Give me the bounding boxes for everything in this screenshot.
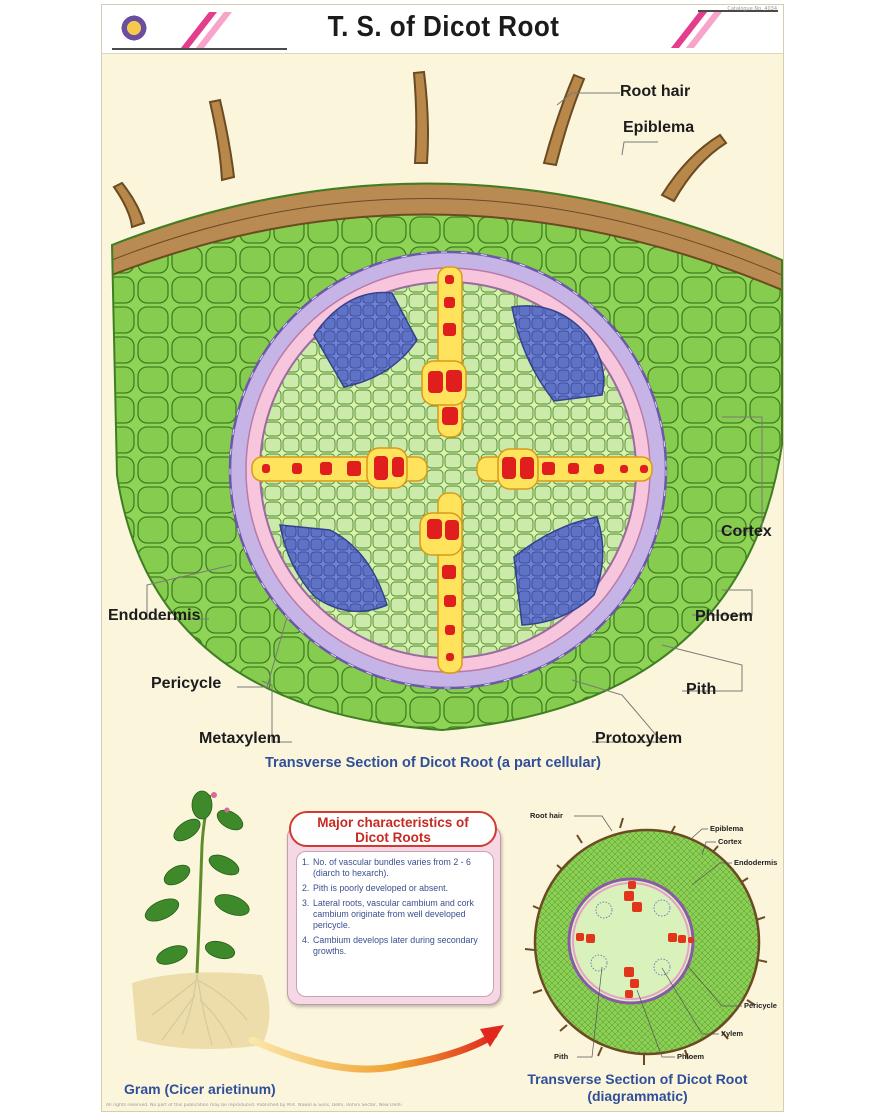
xylem-vessels xyxy=(262,275,648,661)
mini-label-pith: Pith xyxy=(554,1052,569,1061)
list-item-number: 4. xyxy=(302,935,310,945)
mini-label-root-hair: Root hair xyxy=(530,811,563,820)
list-item: 1.No. of vascular bundles varies from 2 … xyxy=(302,857,488,879)
footer-micro: All rights reserved. No part of this pub… xyxy=(106,1103,402,1108)
characteristics-heading: Major characteristics of Dicot Roots xyxy=(289,811,497,847)
label-root-hair: Root hair xyxy=(620,83,691,100)
dicot-root-illustration xyxy=(110,70,783,1073)
label-phloem: Phloem xyxy=(695,608,753,625)
poster: T. S. of Dicot Root Catalogue No. 4034 xyxy=(101,4,784,1112)
list-item-number: 3. xyxy=(302,898,310,908)
label-pericycle: Pericycle xyxy=(151,675,222,692)
phloem-patches xyxy=(279,291,605,626)
list-item-text: Pith is poorly developed or absent. xyxy=(313,883,448,893)
mini-label-phloem: Phloem xyxy=(677,1052,705,1061)
label-pith: Pith xyxy=(686,681,717,698)
leader-lines xyxy=(146,92,763,743)
root-hairs xyxy=(112,70,728,229)
list-item: 4.Cambium develops later during secondar… xyxy=(302,935,488,957)
diagrammatic-section xyxy=(524,815,768,1065)
gram-plant xyxy=(132,790,270,1049)
list-item-number: 1. xyxy=(302,857,310,867)
label-metaxylem: Metaxylem xyxy=(199,730,281,747)
list-item: 3.Lateral roots, vascular cambium and co… xyxy=(302,898,488,931)
mini-label-cortex: Cortex xyxy=(718,837,742,846)
diagram-caption-line2: (diagrammatic) xyxy=(587,1088,688,1104)
mini-label-epiblema: Epiblema xyxy=(710,824,744,833)
catalogue-number: Catalogue No. 4034 xyxy=(727,6,777,12)
plant-caption: Gram (Cicer arietinum) xyxy=(124,1081,276,1097)
list-item-text: Cambium develops later during secondary … xyxy=(313,935,478,956)
header-rule-right xyxy=(698,10,778,12)
main-caption: Transverse Section of Dicot Root (a part… xyxy=(265,755,601,771)
label-cortex: Cortex xyxy=(721,523,772,540)
connecting-arrow xyxy=(248,1031,498,1073)
list-item: 2.Pith is poorly developed or absent. xyxy=(302,883,488,894)
mini-label-xylem: Xylem xyxy=(721,1029,744,1038)
list-item-text: Lateral roots, vascular cambium and cork… xyxy=(313,898,474,930)
characteristics-heading-line1: Major characteristics of xyxy=(317,815,469,830)
mini-label-endodermis: Endodermis xyxy=(734,858,778,867)
mini-label-pericycle: Pericycle xyxy=(744,1001,777,1010)
diagram-caption: Transverse Section of Dicot Root (diagra… xyxy=(510,1071,765,1105)
label-protoxylem: Protoxylem xyxy=(595,730,683,747)
characteristics-inner xyxy=(296,851,494,997)
label-endodermis: Endodermis xyxy=(108,607,201,624)
diagram-caption-line1: Transverse Section of Dicot Root xyxy=(527,1071,748,1087)
page-title: T. S. of Dicot Root xyxy=(327,11,560,43)
header-bar: T. S. of Dicot Root Catalogue No. 4034 xyxy=(102,5,783,54)
arrow-head xyxy=(480,1025,504,1047)
characteristics-list: 1.No. of vascular bundles varies from 2 … xyxy=(302,857,488,961)
publisher-logo xyxy=(120,14,148,42)
label-epiblema: Epiblema xyxy=(623,119,695,136)
list-item-number: 2. xyxy=(302,883,310,893)
section-outline xyxy=(110,182,783,732)
characteristics-heading-line2: Dicot Roots xyxy=(355,830,431,845)
list-item-text: No. of vascular bundles varies from 2 - … xyxy=(313,857,471,878)
header-rule-left xyxy=(112,48,287,50)
